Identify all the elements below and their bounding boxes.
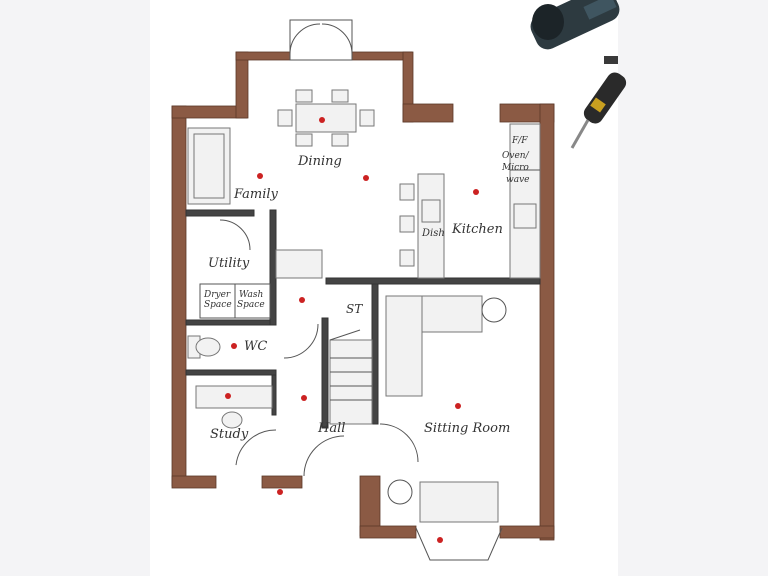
wc-toilet: [187, 335, 221, 359]
label-oven-1: F/F: [511, 136, 528, 146]
label-sitting-room: Sitting Room: [424, 421, 510, 436]
left-side-panel: [0, 0, 150, 576]
label-oven-3: Micro: [501, 163, 529, 173]
door-swings: [219, 219, 419, 477]
study-desk: [195, 385, 273, 429]
kitchen-units: [509, 123, 541, 279]
stairs: [275, 249, 373, 425]
screwdriver-icon: [570, 56, 627, 149]
label-family: Family: [233, 187, 279, 202]
label-oven-4: wave: [506, 175, 529, 185]
sitting-room-sofa: [385, 295, 507, 523]
french-doors: [289, 19, 353, 61]
label-wc: WC: [244, 339, 267, 354]
kitchen-island: [399, 173, 445, 279]
label-utility: Utility: [208, 256, 250, 271]
label-dish: Dish: [421, 228, 445, 239]
label-kitchen: Kitchen: [451, 222, 503, 237]
label-dryer-1: Dryer: [203, 290, 231, 300]
label-wash-1: Wash: [239, 290, 263, 300]
laundry-area: [199, 283, 271, 319]
label-wash-2: Space: [237, 300, 265, 310]
label-study: Study: [210, 427, 249, 442]
family-sofa: [187, 127, 231, 205]
exterior-walls: [171, 51, 555, 541]
tape-measure-icon: [530, 0, 620, 50]
bay-window: [415, 527, 503, 561]
dining-table: [277, 89, 375, 147]
label-st: ST: [346, 302, 363, 316]
label-hall: Hall: [317, 421, 345, 436]
label-oven-2: Oven/: [502, 151, 530, 161]
right-side-panel: [618, 0, 768, 576]
electrical-markers: [225, 117, 479, 543]
label-dining: Dining: [297, 154, 342, 169]
label-dryer-2: Space: [204, 300, 232, 310]
